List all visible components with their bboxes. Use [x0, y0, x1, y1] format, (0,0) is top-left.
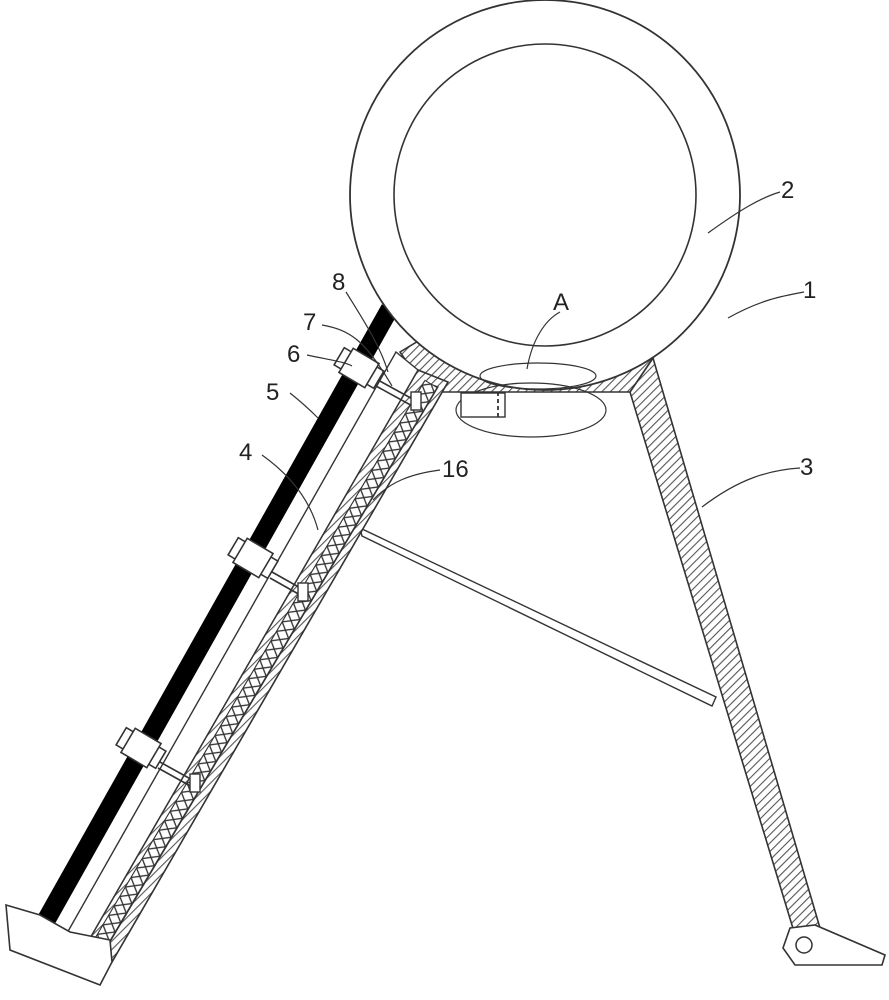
- leader-7: [321, 324, 393, 387]
- cross-brace: [358, 526, 717, 707]
- leader-3: [701, 467, 801, 508]
- label-A: A: [553, 289, 569, 316]
- label-1: 1: [803, 277, 816, 304]
- tank-inner: [393, 43, 697, 347]
- label-5: 5: [266, 379, 279, 406]
- clamp-lower: [115, 726, 201, 793]
- leader-8: [345, 291, 389, 373]
- label-3: 3: [800, 454, 813, 481]
- clamp-middle: [227, 536, 309, 602]
- leader-5: [289, 392, 319, 419]
- label-7: 7: [303, 309, 316, 336]
- label-16: 16: [442, 456, 469, 483]
- clamp-upper: [333, 346, 422, 411]
- detail-ellipse-top: [479, 362, 597, 390]
- leader-4: [261, 454, 319, 531]
- leader-2: [707, 191, 781, 234]
- right-leg: [629, 356, 821, 936]
- leader-A: [526, 311, 561, 370]
- right-foot: [782, 924, 886, 966]
- spring: [93, 379, 438, 948]
- label-2: 2: [781, 177, 794, 204]
- label-4: 4: [239, 439, 252, 466]
- detail-block: [460, 392, 506, 418]
- label-6: 6: [287, 341, 300, 368]
- black-rod: [35, 304, 399, 929]
- foot-pivot: [795, 936, 813, 954]
- leader-1: [727, 291, 805, 319]
- detail-ellipse-bottom: [455, 382, 607, 438]
- left-foot: [5, 903, 113, 987]
- leader-6: [306, 354, 353, 367]
- label-8: 8: [332, 269, 345, 296]
- leader-16: [372, 469, 441, 501]
